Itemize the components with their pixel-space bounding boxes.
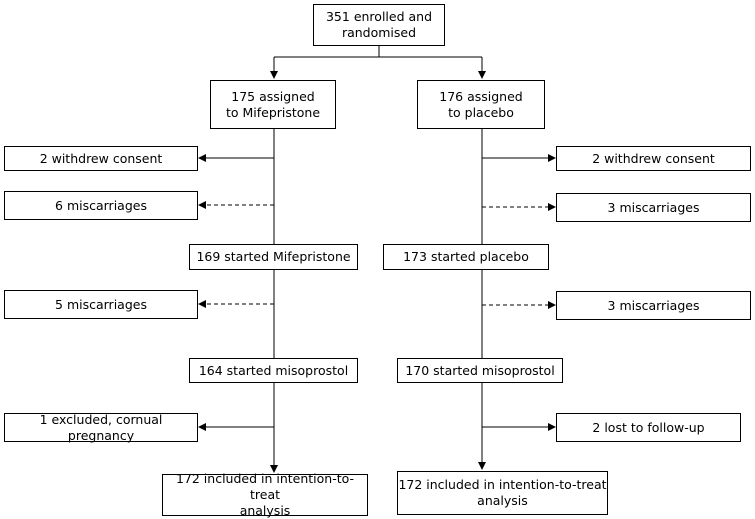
- node-right-lost: 2 lost to follow-up: [556, 413, 741, 442]
- node-left-misc1-text: 6 miscarriages: [55, 197, 147, 213]
- node-left-assigned-text: 175 assigned to Mifepristone: [225, 88, 321, 120]
- node-right-started2-text: 170 started misoprostol: [405, 362, 555, 378]
- node-left-withdrew: 2 withdrew consent: [4, 146, 198, 171]
- node-right-started1: 173 started placebo: [383, 244, 549, 270]
- node-left-excluded-text: 1 excluded, cornual pregnancy: [39, 411, 163, 443]
- node-right-misc2-text: 3 miscarriages: [607, 297, 700, 313]
- node-right-started2: 170 started misoprostol: [397, 358, 563, 383]
- node-left-itt-text: 172 included in intention-to-treat analy…: [175, 471, 355, 518]
- node-left-withdrew-text: 2 withdrew consent: [39, 150, 163, 166]
- node-right-withdrew-text: 2 withdrew consent: [592, 150, 715, 166]
- node-left-misc1: 6 miscarriages: [4, 191, 198, 220]
- node-right-withdrew: 2 withdrew consent: [556, 146, 751, 171]
- node-left-started2-text: 164 started misoprostol: [198, 362, 349, 378]
- node-left-assigned: 175 assigned to Mifepristone: [210, 80, 336, 129]
- node-right-assigned: 176 assigned to placebo: [417, 80, 545, 129]
- node-right-misc1-text: 3 miscarriages: [607, 199, 700, 215]
- node-left-started1-text: 169 started Mifepristone: [196, 249, 351, 264]
- node-right-misc2: 3 miscarriages: [556, 291, 751, 320]
- node-right-itt-text: 172 included in intention-to-treat analy…: [398, 477, 607, 508]
- node-right-started1-text: 173 started placebo: [403, 249, 529, 264]
- node-left-started2: 164 started misoprostol: [189, 358, 358, 383]
- node-left-misc2-text: 5 miscarriages: [55, 296, 147, 312]
- node-left-started1: 169 started Mifepristone: [189, 244, 358, 270]
- node-left-excluded: 1 excluded, cornual pregnancy: [4, 411, 198, 443]
- node-left-itt: 172 included in intention-to-treat analy…: [162, 471, 368, 518]
- node-right-lost-text: 2 lost to follow-up: [592, 419, 705, 435]
- node-right-assigned-text: 176 assigned to placebo: [439, 88, 523, 120]
- node-left-misc2: 5 miscarriages: [4, 290, 198, 319]
- node-enrolled: 351 enrolled and randomised: [313, 4, 445, 46]
- node-enrolled-text: 351 enrolled and randomised: [325, 9, 433, 40]
- node-right-itt: 172 included in intention-to-treat analy…: [397, 471, 608, 515]
- node-right-misc1: 3 miscarriages: [556, 193, 751, 222]
